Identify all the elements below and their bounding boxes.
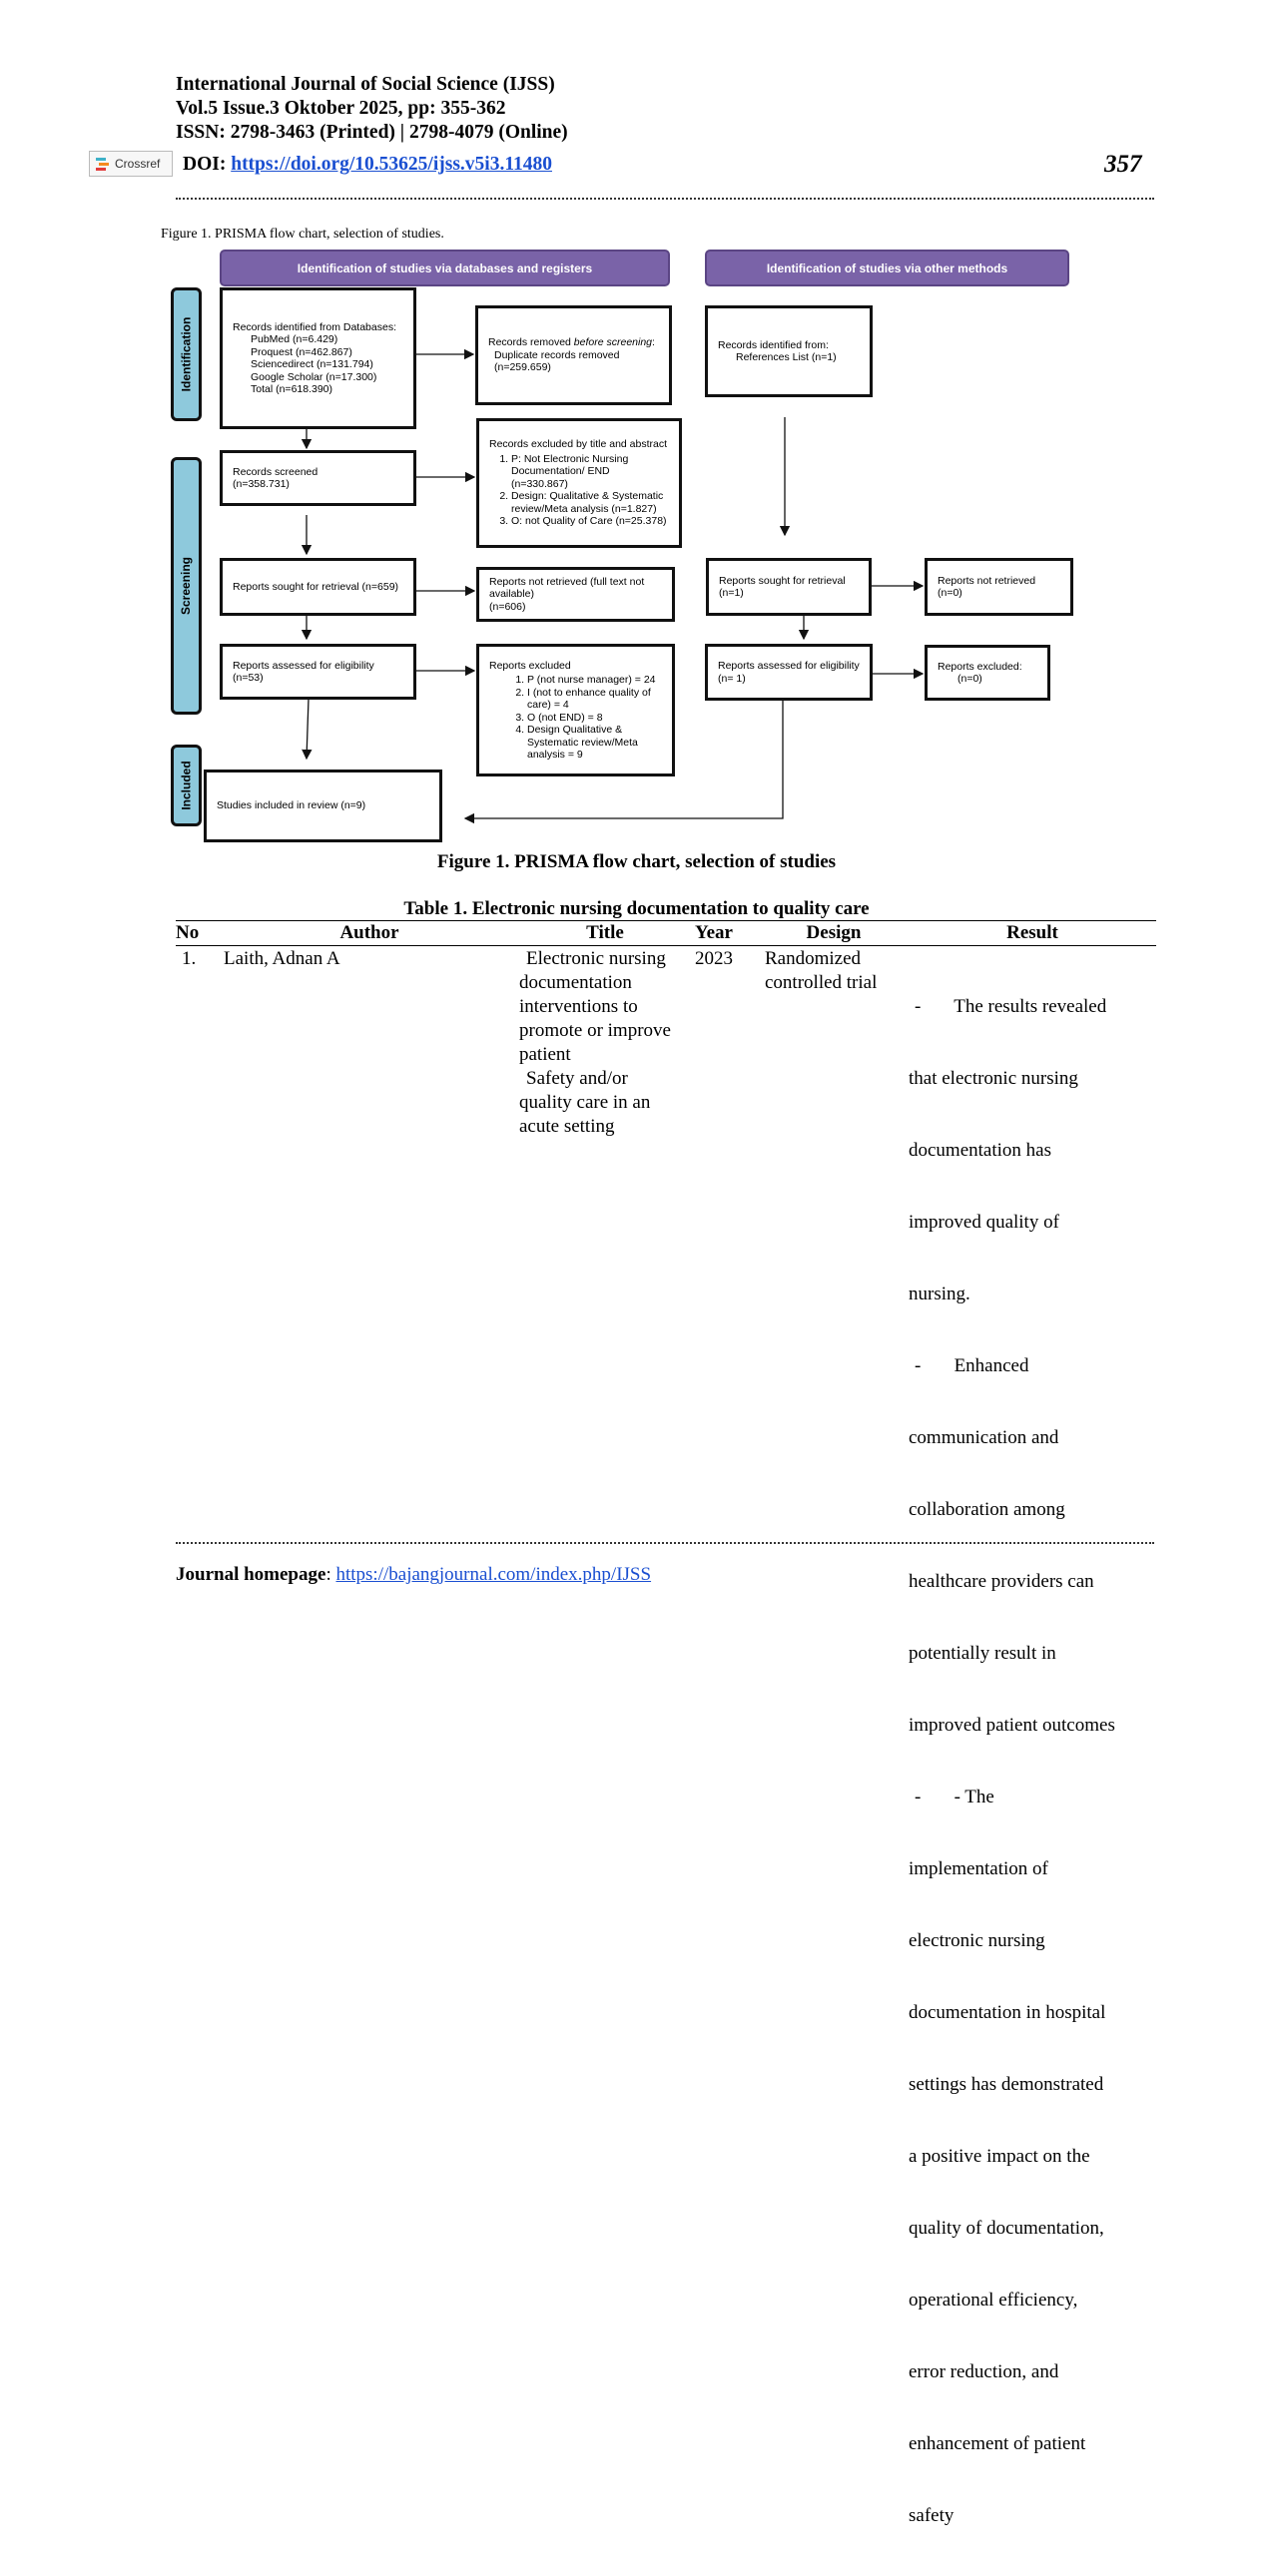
figure-caption: Figure 1. PRISMA flow chart, selection o…	[436, 851, 837, 872]
footer-label: Journal homepage	[176, 1564, 326, 1585]
phase-databases: Identification of studies via databases …	[220, 250, 670, 286]
doi-line: DOI: https://doi.org/10.53625/ijss.v5i3.…	[183, 154, 552, 176]
crossref-badge[interactable]: Crossref	[89, 151, 173, 177]
header-divider	[176, 198, 1154, 200]
box-records-screened: Records screened (n=358.731)	[220, 450, 416, 506]
table-caption: Table 1. Electronic nursing documentatio…	[403, 898, 870, 919]
side-label-identification: Identification	[171, 287, 202, 421]
table-header-rule	[176, 945, 1156, 946]
footer-divider	[176, 1542, 1154, 1544]
box-reports-excluded: Reports excluded P (not nurse manager) =…	[476, 644, 675, 776]
table-row: 1. Laith, Adnan A Electronic nursing doc…	[176, 946, 1156, 2576]
box-records-removed: Records removed before screening: Duplic…	[475, 305, 672, 405]
box-reports-excluded-other: Reports excluded: (n=0)	[925, 645, 1050, 701]
box-records-excluded-title-abstract: Records excluded by title and abstract P…	[476, 418, 682, 548]
results-table: No Author Title Year Design Result 1. La…	[176, 920, 1156, 2576]
crossref-label: Crossref	[115, 157, 161, 171]
box-records-databases: Records identified from Databases: PubMe…	[220, 287, 416, 429]
doi-label: DOI:	[183, 154, 227, 175]
cell-result: - The results revealed that electronic n…	[909, 996, 1115, 2526]
box-reports-not-retrieved: Reports not retrieved (full text not ava…	[476, 567, 675, 622]
phase-other-methods: Identification of studies via other meth…	[705, 250, 1069, 286]
col-header-title: Title	[586, 922, 624, 943]
col-header-year: Year	[695, 922, 733, 943]
journal-homepage-link[interactable]: https://bajangjournal.com/index.php/IJSS	[335, 1564, 652, 1585]
table-header-row: No Author Title Year Design Result	[176, 921, 1156, 945]
col-header-design: Design	[806, 922, 862, 943]
footer: Journal homepage: https://bajangjournal.…	[176, 1564, 652, 1585]
crossref-logo-icon	[96, 158, 109, 171]
doi-link[interactable]: https://doi.org/10.53625/ijss.v5i3.11480	[231, 154, 552, 175]
journal-title: International Journal of Social Science …	[176, 74, 555, 95]
flow-arrows	[301, 348, 925, 824]
side-label-included: Included	[171, 745, 202, 826]
box-reports-assessed-other: Reports assessed for eligibility (n= 1)	[705, 644, 873, 701]
page-number: 357	[1104, 151, 1142, 178]
cell-author: Laith, Adnan A	[224, 948, 340, 969]
box-reports-sought-other: Reports sought for retrieval (n=1)	[706, 558, 872, 616]
box-reports-assessed: Reports assessed for eligibility (n=53)	[220, 644, 416, 700]
cell-design: Randomized controlled trial	[765, 948, 878, 993]
box-records-references: Records identified from: References List…	[705, 305, 873, 397]
cell-year: 2023	[695, 948, 733, 969]
box-reports-not-retrieved-other: Reports not retrieved (n=0)	[925, 558, 1073, 616]
col-header-no: No	[176, 922, 200, 943]
box-studies-included: Studies included in review (n=9)	[204, 770, 442, 842]
figure-caption-top: Figure 1. PRISMA flow chart, selection o…	[161, 227, 444, 242]
cell-title: Electronic nursing documentation interve…	[519, 948, 671, 1137]
col-header-author: Author	[339, 922, 399, 943]
journal-issn: ISSN: 2798-3463 (Printed) | 2798-4079 (O…	[176, 122, 568, 143]
col-header-result: Result	[1006, 922, 1058, 943]
journal-volume: Vol.5 Issue.3 Oktober 2025, pp: 355-362	[176, 98, 506, 119]
box-reports-sought: Reports sought for retrieval (n=659)	[220, 558, 416, 616]
side-label-screening: Screening	[171, 457, 202, 715]
cell-no: 1.	[182, 948, 197, 969]
table-top-rule	[176, 920, 1156, 921]
